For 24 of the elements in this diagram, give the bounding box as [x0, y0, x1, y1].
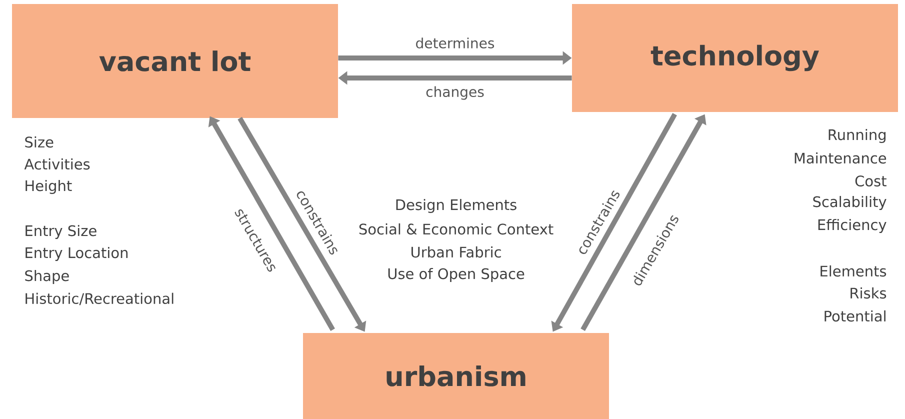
attribute-text: Potential	[824, 310, 886, 322]
edge-label: changes	[424, 85, 486, 101]
attribute-text: Entry Size	[26, 224, 96, 239]
context-text: Use of Open Space	[388, 268, 524, 282]
attribute-text: Maintenance	[794, 152, 886, 164]
attribute-text: Height	[26, 180, 72, 194]
context-text: Social & Economic Context	[359, 223, 554, 235]
edge-label: determines	[414, 36, 496, 50]
attribute-text: Size	[25, 136, 54, 148]
attribute-text: Risks	[850, 287, 886, 299]
attribute-text: Historic/Recreational	[26, 292, 174, 306]
concept-box: vacant lot	[12, 4, 338, 118]
attribute-text: Entry Location	[26, 246, 128, 261]
context-text: Design Elements	[396, 198, 516, 213]
attribute-text: Efficiency	[818, 218, 886, 233]
attribute-text: Scalability	[813, 196, 886, 210]
concept-box: urbanism	[303, 333, 609, 419]
attribute-text: Shape	[25, 270, 69, 284]
attribute-text: Activities	[24, 158, 90, 170]
context-text: Urban Fabric	[412, 246, 501, 258]
concept-box: technology	[572, 4, 898, 112]
attribute-text: Elements	[820, 265, 886, 277]
attribute-text: Cost	[855, 176, 886, 186]
attribute-text: Running	[828, 128, 886, 143]
